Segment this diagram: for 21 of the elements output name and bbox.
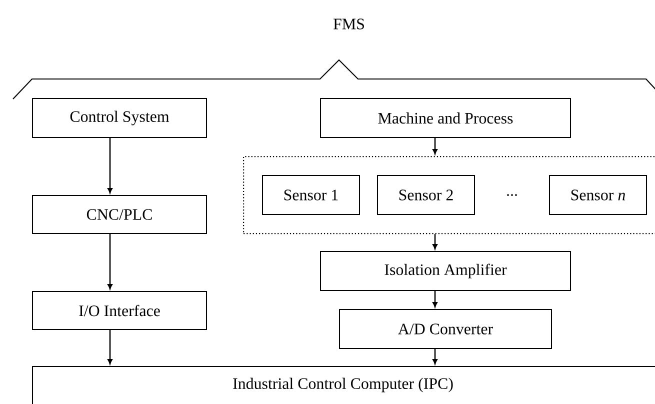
arrow (432, 138, 438, 154)
arrow (108, 330, 112, 364)
arrow (432, 349, 438, 364)
process-box: CNC/PLC (32, 195, 207, 234)
process-box (32, 366, 655, 404)
ellipsis: ... (507, 194, 517, 196)
title: FMS (334, 18, 364, 30)
process-box: I/O Interface (32, 291, 207, 330)
process-box: Control System (32, 98, 207, 138)
process-box: Sensor 2 (377, 175, 475, 215)
sensor-group (243, 156, 655, 234)
process-box: Isolation Amplifier (320, 251, 571, 291)
process-box: Sensor n (549, 175, 647, 215)
box-label: Industrial Control Computer (IPC) (233, 378, 453, 392)
process-box: Machine and Process (320, 98, 571, 138)
arrow (108, 234, 112, 290)
arrow (108, 138, 112, 194)
process-box: A/D Converter (339, 309, 552, 349)
arrow (432, 234, 438, 250)
arrow (432, 291, 438, 308)
process-box: Sensor 1 (262, 175, 360, 215)
